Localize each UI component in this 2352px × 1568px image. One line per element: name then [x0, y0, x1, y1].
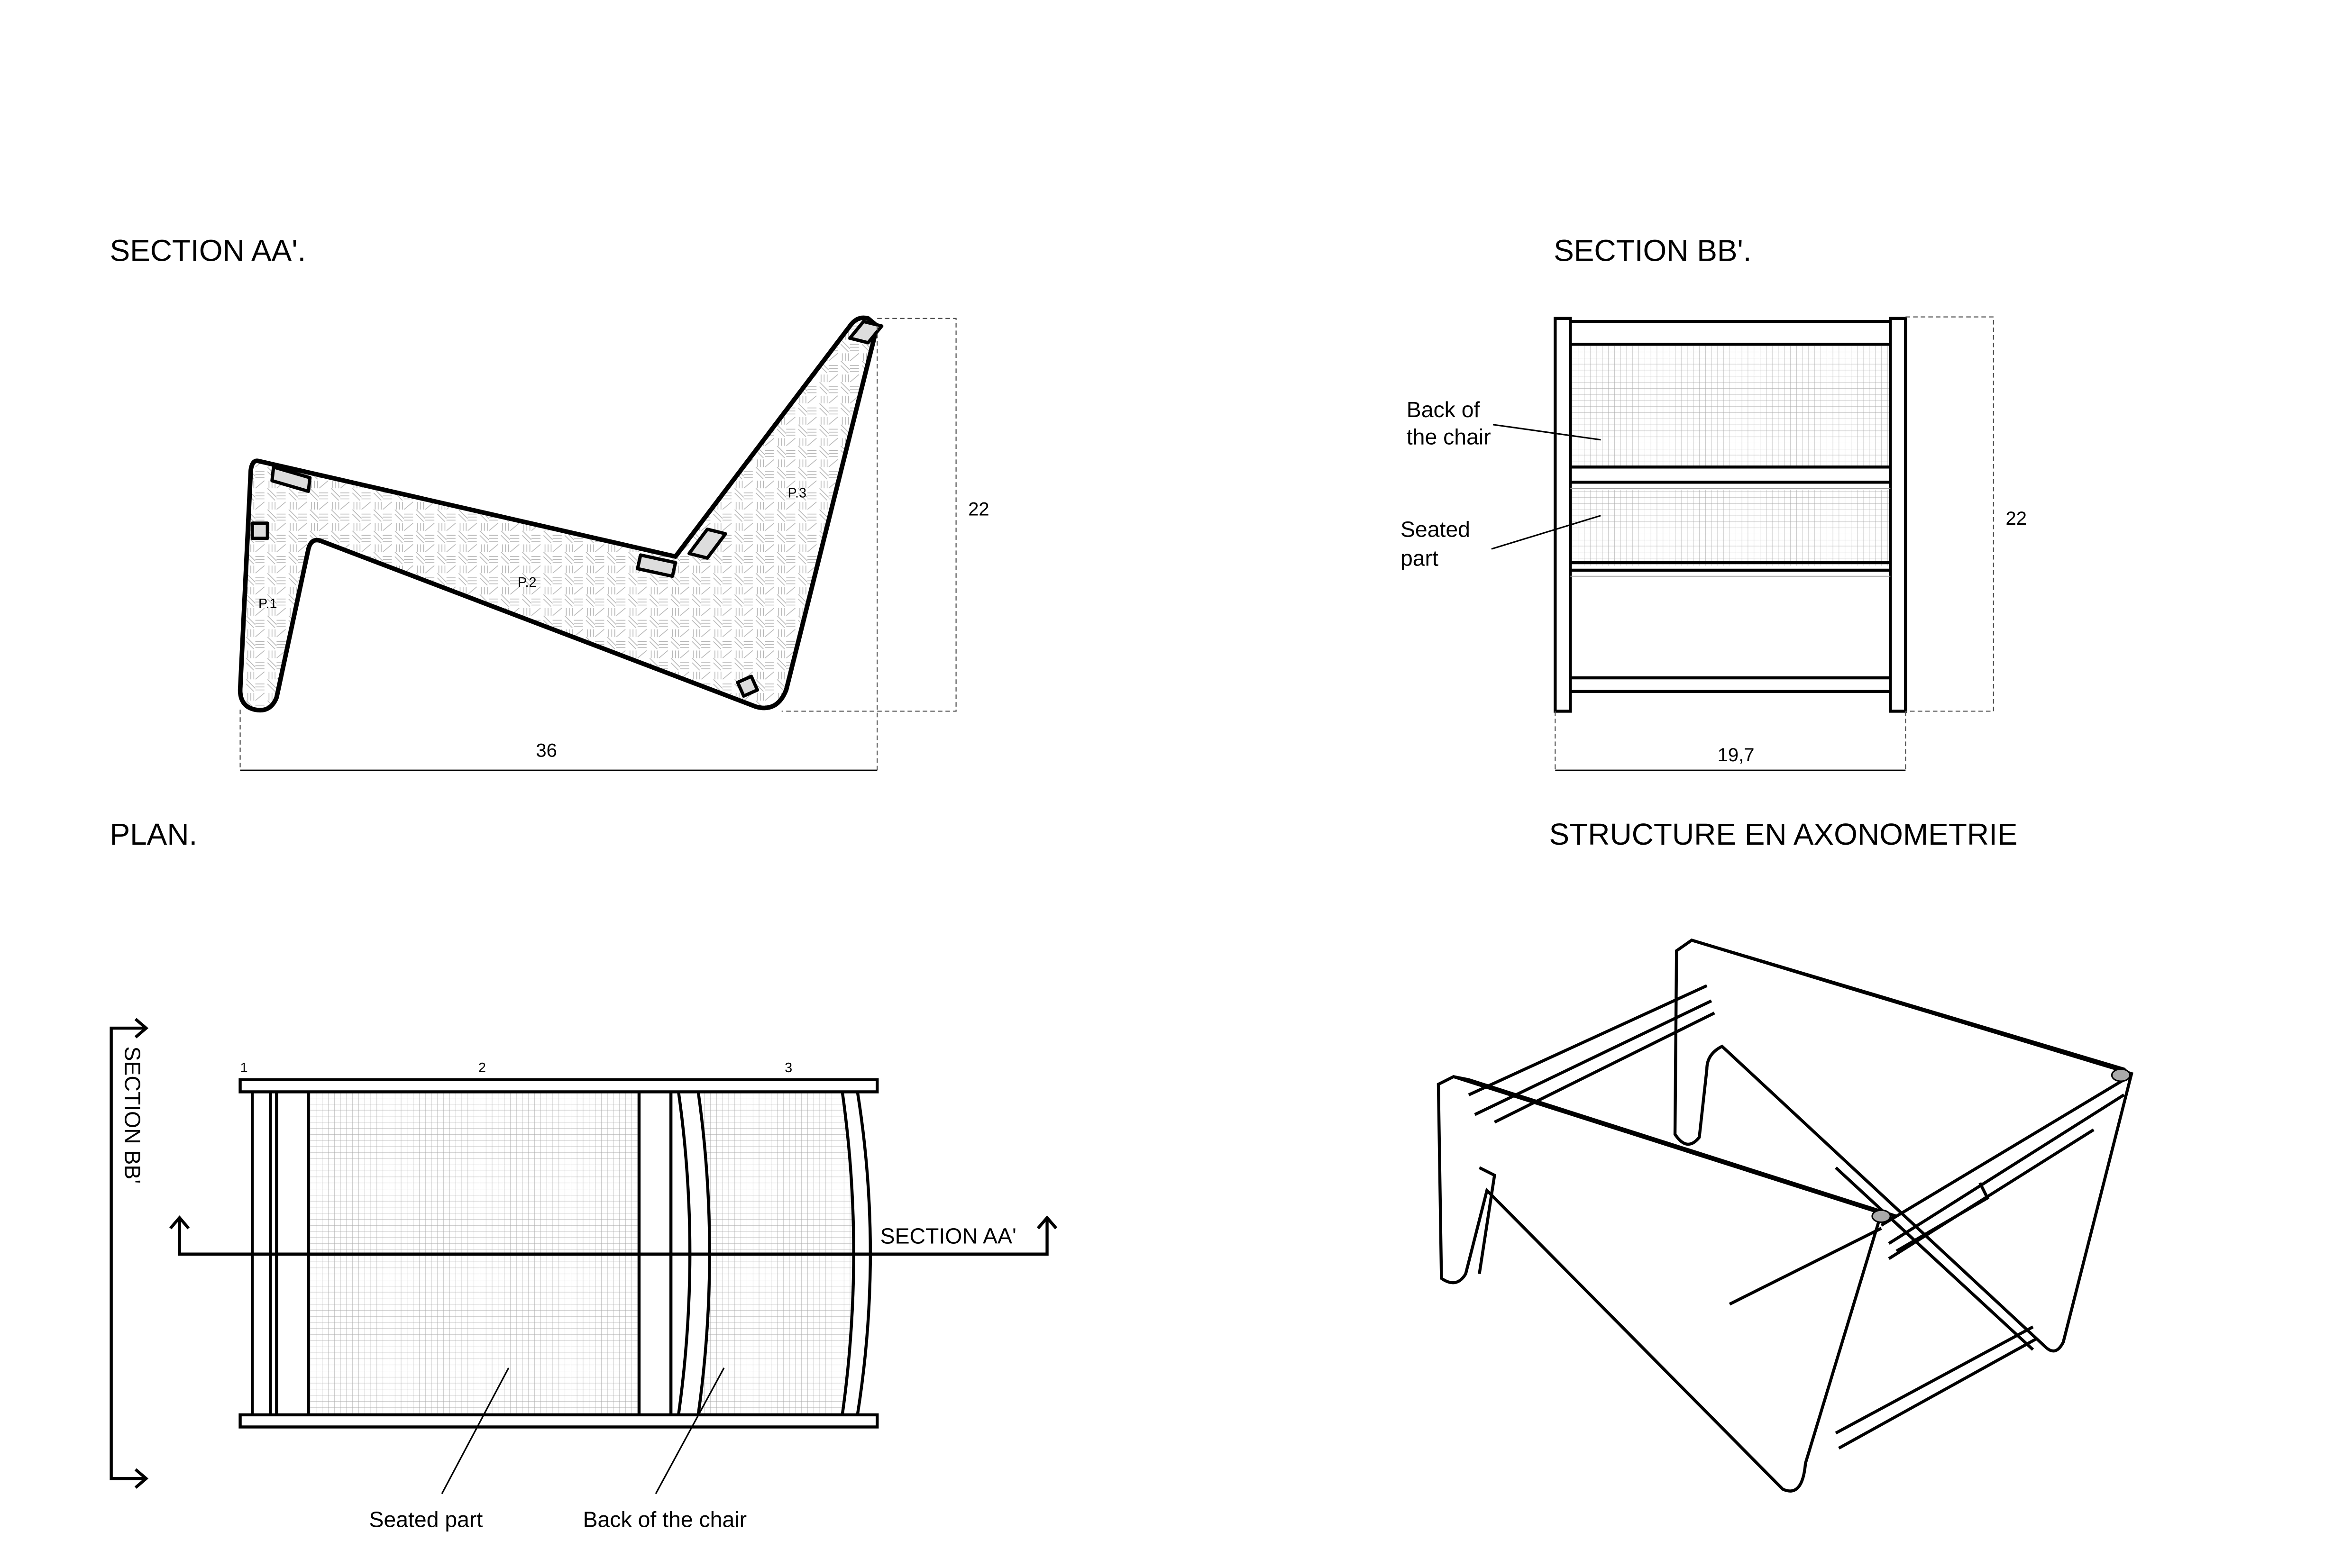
height-dimension: 22 — [2005, 508, 2026, 529]
height-dimension: 22 — [968, 499, 989, 520]
axonometric-title: STRUCTURE EN AXONOMETRIE — [1549, 817, 2018, 851]
part-label-p3: P.3 — [787, 485, 806, 501]
leader-lines — [1491, 424, 1601, 550]
axonometric: STRUCTURE EN AXONOMETRIE — [1437, 817, 2133, 1493]
section-aa-marker: SECTION AA' — [880, 1223, 1016, 1248]
section-arrow-icon — [134, 1018, 149, 1489]
joint-blocks — [250, 319, 884, 698]
piece-number-3: 3 — [785, 1060, 792, 1076]
section-aa-cut-line — [178, 1217, 1049, 1256]
back-label-line2: the chair — [1407, 424, 1491, 449]
back-mesh — [1570, 344, 1891, 467]
back-label-line1: Back of — [1407, 397, 1480, 422]
section-bb-title: SECTION BB'. — [1554, 233, 1751, 267]
width-dimension: 19,7 — [1718, 745, 1755, 766]
joint-cap — [1871, 1209, 1891, 1223]
piece-number-1: 1 — [240, 1060, 248, 1076]
seat-label-line2: part — [1400, 546, 1438, 570]
section-bb-cut-line — [110, 1026, 145, 1480]
leader-lines — [441, 1367, 725, 1495]
seat-label: Seated part — [369, 1507, 483, 1532]
top-rail — [238, 1078, 879, 1094]
bottom-rail — [238, 1413, 879, 1429]
section-aa-title: SECTION AA'. — [110, 233, 306, 267]
section-bb: SECTION BB'. Back of the chair Seated pa… — [1400, 233, 2027, 771]
plan-title: PLAN. — [110, 817, 197, 851]
back-label: Back of the chair — [583, 1507, 747, 1532]
width-dimension: 36 — [536, 740, 557, 761]
right-post — [1889, 317, 1907, 713]
section-arrow-icon — [169, 1215, 1058, 1230]
chair-side-profile — [238, 315, 880, 713]
section-bb-marker: SECTION BB' — [120, 1046, 145, 1184]
seat-mesh — [1570, 490, 1891, 566]
section-aa: SECTION AA'. P.1 P.2 P.3 36 22 — [110, 233, 989, 771]
part-label-p2: P.2 — [518, 575, 537, 590]
plan: PLAN. 1 2 3 SECTION AA' SECTION BB' Seat… — [110, 817, 1058, 1532]
left-post — [1554, 317, 1572, 713]
axonometric-structure — [1437, 939, 2133, 1493]
piece-number-2: 2 — [478, 1060, 486, 1076]
joint-cap — [2111, 1068, 2131, 1082]
part-label-p1: P.1 — [258, 596, 277, 611]
seat-label-line1: Seated — [1400, 517, 1470, 542]
